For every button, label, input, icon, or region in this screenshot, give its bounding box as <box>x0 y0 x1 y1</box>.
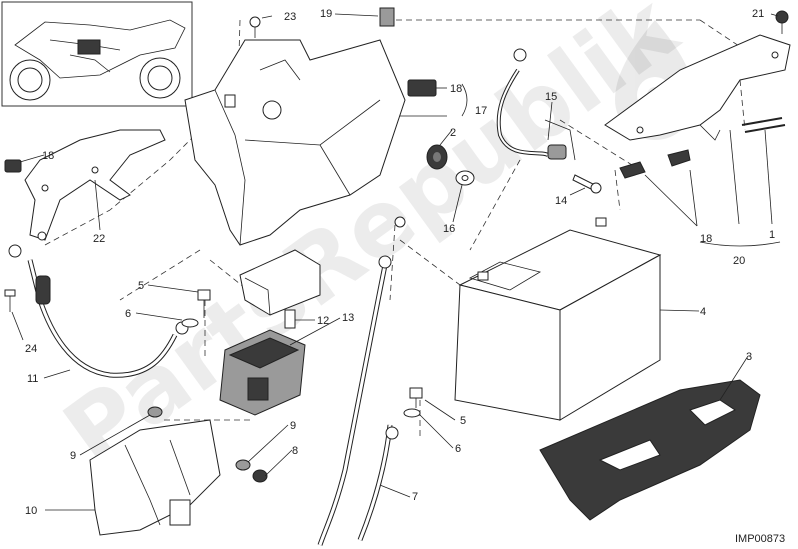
callout-4: 4 <box>700 306 706 318</box>
callout-labels: 1 2 3 4 5 5 6 6 7 8 9 9 10 11 12 13 14 1… <box>25 8 775 517</box>
callout-11: 11 <box>27 373 38 385</box>
assembly-lines <box>44 19 761 440</box>
callout-5-left: 5 <box>138 280 144 292</box>
callout-22: 22 <box>93 233 105 245</box>
callout-6-right: 6 <box>455 443 461 455</box>
part-12-relay-cover <box>239 249 321 329</box>
callout-9-right: 9 <box>290 420 296 432</box>
part-17-battery-tray <box>184 39 406 246</box>
callout-7: 7 <box>412 491 418 503</box>
part-9-washer-right <box>235 459 251 471</box>
callout-3: 3 <box>746 351 752 363</box>
part-18-pads-right <box>619 149 691 179</box>
part-7-cable <box>317 216 406 546</box>
callout-12: 12 <box>317 315 329 327</box>
part-10-holder <box>89 419 221 536</box>
part-21-screw <box>775 10 789 34</box>
part-5-6-fasteners-left <box>181 289 211 328</box>
part-13-relay <box>219 329 306 416</box>
part-5-6-fasteners-right <box>403 387 423 418</box>
part-19-clip <box>379 7 395 27</box>
part-9-washer-left <box>147 406 163 418</box>
callout-23: 23 <box>284 11 296 23</box>
leader-lines <box>11 13 781 511</box>
callout-20: 20 <box>733 255 745 267</box>
part-15-cable <box>496 48 576 161</box>
part-18-pad-left <box>4 159 22 173</box>
part-2-grommet <box>426 144 448 170</box>
part-22-bracket <box>24 129 166 241</box>
callout-10: 10 <box>25 505 37 517</box>
part-4-battery <box>454 217 662 421</box>
callout-18-left: 18 <box>42 150 54 162</box>
callout-15: 15 <box>545 91 557 103</box>
callout-5-right: 5 <box>460 415 466 427</box>
part-16-spacer <box>455 170 475 186</box>
callout-18-center: 18 <box>450 83 462 95</box>
callout-6-left: 6 <box>125 308 131 320</box>
callout-2: 2 <box>450 127 456 139</box>
motorcycle-thumbnail <box>1 1 193 107</box>
callout-19: 19 <box>320 8 332 20</box>
diagram-code: IMP00873 <box>735 533 785 545</box>
callout-8: 8 <box>292 445 298 457</box>
callout-18-right: 18 <box>700 233 712 245</box>
callout-16: 16 <box>443 223 455 235</box>
callout-24: 24 <box>25 343 37 355</box>
callout-21: 21 <box>752 8 764 20</box>
callout-13: 13 <box>342 312 354 324</box>
part-11-cable <box>8 244 189 378</box>
callout-17: 17 <box>475 105 487 117</box>
part-1-rods <box>741 117 786 133</box>
part-3-strap <box>539 379 761 521</box>
part-20-bracket <box>604 34 791 141</box>
part-23-screw <box>249 16 261 38</box>
callout-14: 14 <box>555 195 567 207</box>
part-18-pad-center <box>407 79 437 97</box>
callout-1: 1 <box>769 229 775 241</box>
callout-9-left: 9 <box>70 450 76 462</box>
part-14-bolt <box>572 174 602 194</box>
part-8-nut <box>252 469 268 483</box>
part-24-bolt <box>4 289 16 312</box>
